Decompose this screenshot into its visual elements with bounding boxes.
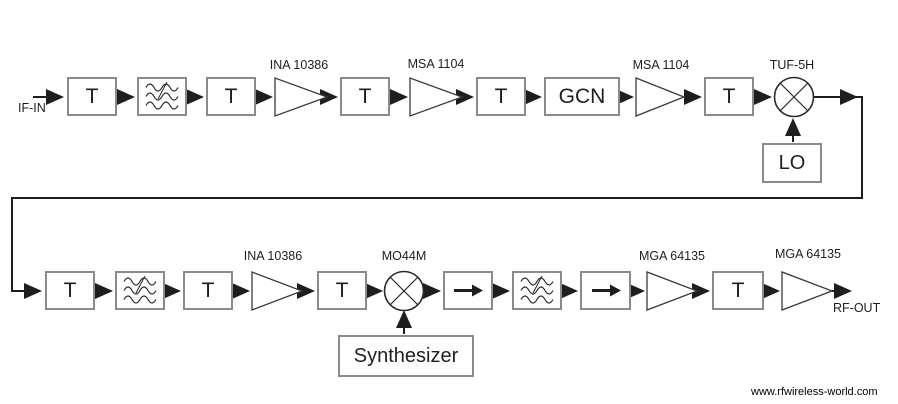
- mixer-symbols: [383, 76, 815, 312]
- amplifier-icon: [646, 271, 699, 311]
- coupler-box: T: [317, 271, 367, 310]
- gcn-box: GCN: [544, 77, 620, 116]
- signal-flow-arrows: [11, 89, 863, 334]
- coupler-box: T: [67, 77, 117, 116]
- filter-icon: [520, 275, 554, 304]
- bandpass-filter-box: [137, 77, 187, 116]
- amplifier-symbols: [251, 77, 834, 311]
- amplifier-icon: [409, 77, 464, 117]
- bandpass-filter-box: [115, 271, 165, 310]
- amplifier-label: MSA 1104: [407, 57, 465, 71]
- coupler-box: T: [712, 271, 764, 310]
- isolator-arrow-icon: [591, 284, 621, 297]
- if-in-label: IF-IN: [18, 101, 46, 115]
- filter-icon: [123, 275, 157, 304]
- amplifier-icon: [251, 271, 304, 311]
- amplifier-icon: [635, 77, 686, 117]
- lo-box: LO: [762, 143, 822, 183]
- coupler-box: T: [340, 77, 390, 116]
- isolator-arrow-icon: [454, 284, 483, 297]
- mixer-icon: [383, 270, 425, 312]
- amplifier-label: INA 10386: [269, 58, 329, 72]
- amplifier-icon: [274, 77, 329, 117]
- bandpass-filter-box: [512, 271, 562, 310]
- coupler-box: T: [183, 271, 233, 310]
- coupler-box: T: [206, 77, 256, 116]
- amplifier-label: MGA 64135: [774, 247, 842, 261]
- isolator-box: [443, 271, 493, 310]
- rf-out-label: RF-OUT: [833, 301, 881, 315]
- amplifier-label: MGA 64135: [638, 249, 706, 263]
- filter-icon: [145, 81, 179, 110]
- amplifier-label: INA 10386: [243, 249, 303, 263]
- feedback-wire: [11, 96, 863, 299]
- coupler-box: T: [45, 271, 95, 310]
- coupler-box: T: [704, 77, 754, 116]
- isolator-box: [580, 271, 631, 310]
- watermark: www.rfwireless-world.com: [751, 386, 878, 398]
- mixer-icon: [773, 76, 815, 118]
- amplifier-icon: [781, 271, 834, 311]
- mixer-label: TUF-5H: [769, 58, 815, 72]
- amplifier-label: MSA 1104: [632, 58, 690, 72]
- coupler-box: T: [476, 77, 526, 116]
- synthesizer-box: Synthesizer: [338, 335, 474, 377]
- mixer-label: MO44M: [381, 249, 427, 263]
